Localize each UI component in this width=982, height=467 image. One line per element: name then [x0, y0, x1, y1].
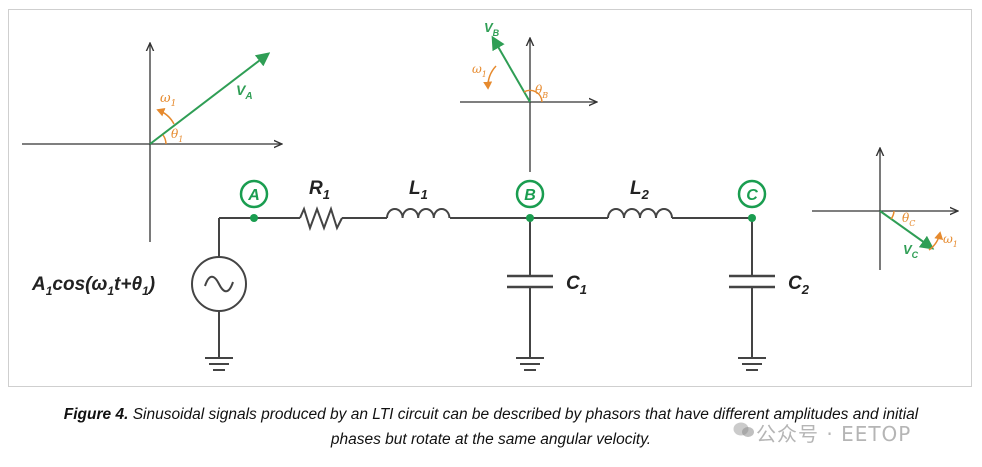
- phasor-c-vector: [879, 210, 935, 250]
- node-label-b: B: [515, 179, 545, 209]
- ground-c1: [516, 357, 544, 371]
- phasor-diagram-c: VC ω1 θC: [812, 148, 958, 270]
- resistor-r1: [299, 205, 343, 232]
- inductor-l1: [386, 208, 451, 219]
- node-dot-b: [526, 214, 534, 222]
- node-label-a: A: [239, 179, 269, 209]
- phasor-diagram-b: VB ω1 θB: [460, 20, 597, 172]
- phasor-b-omega-arc: [483, 65, 497, 90]
- ground-source: [205, 357, 233, 371]
- node-label-c: C: [737, 179, 767, 209]
- caption-line-2: phases but rotate at the same angular ve…: [330, 431, 652, 448]
- node-dot-a: [250, 214, 258, 222]
- capacitor-c2: [729, 274, 775, 289]
- ac-source: [191, 256, 247, 312]
- phasor-c-theta-label: θC: [902, 211, 915, 228]
- ground-c2: [738, 357, 766, 371]
- label-l1: L1: [409, 178, 428, 202]
- phasor-a-theta-arc: [162, 134, 167, 145]
- phasor-a-theta-label: θ1: [171, 127, 183, 144]
- capacitor-c1: [507, 274, 553, 289]
- node-dot-c: [748, 214, 756, 222]
- source-label: A1cos(ω1t+θ1): [31, 274, 155, 298]
- phasor-c-theta-arc: [890, 210, 895, 220]
- svg-text:B: B: [524, 187, 536, 204]
- inductor-l2: [607, 208, 673, 219]
- svg-text:C: C: [746, 187, 758, 204]
- phasor-a-omega-arc: [156, 107, 175, 125]
- caption-text: Sinusoidal signals produced by an LTI ci…: [128, 406, 919, 423]
- figure-caption: Figure 4. Sinusoidal signals produced by…: [0, 402, 982, 452]
- phasor-a-vector: [149, 52, 271, 145]
- phasor-c-omega-label: ω1: [943, 232, 958, 249]
- watermark: 公众号 · EETOP: [756, 422, 912, 446]
- phasor-b-vector-label: VB: [484, 20, 500, 38]
- label-c2: C2: [788, 273, 810, 297]
- svg-text:A: A: [247, 187, 260, 204]
- phasor-b-theta-arc: [523, 89, 543, 103]
- circuit-wires: [218, 217, 753, 358]
- caption-label: Figure 4.: [63, 406, 129, 423]
- phasor-c-omega-arc: [928, 231, 944, 251]
- label-r1: R1: [309, 178, 330, 202]
- phasor-diagram-a: VA ω1 θ1: [22, 43, 282, 242]
- phasor-b-theta-label: θB: [535, 83, 548, 100]
- phasor-c-vector-label: VC: [903, 242, 919, 260]
- label-l2: L2: [630, 178, 650, 202]
- figure-frame: [8, 9, 972, 387]
- label-c1: C1: [566, 273, 587, 297]
- wechat-logo-icon: [733, 422, 754, 437]
- phasor-a-vector-label: VA: [236, 82, 253, 102]
- phasor-b-omega-label: ω1: [472, 62, 487, 79]
- phasor-a-omega-label: ω1: [160, 91, 176, 109]
- caption-line-1: Figure 4. Sinusoidal signals produced by…: [0, 402, 982, 427]
